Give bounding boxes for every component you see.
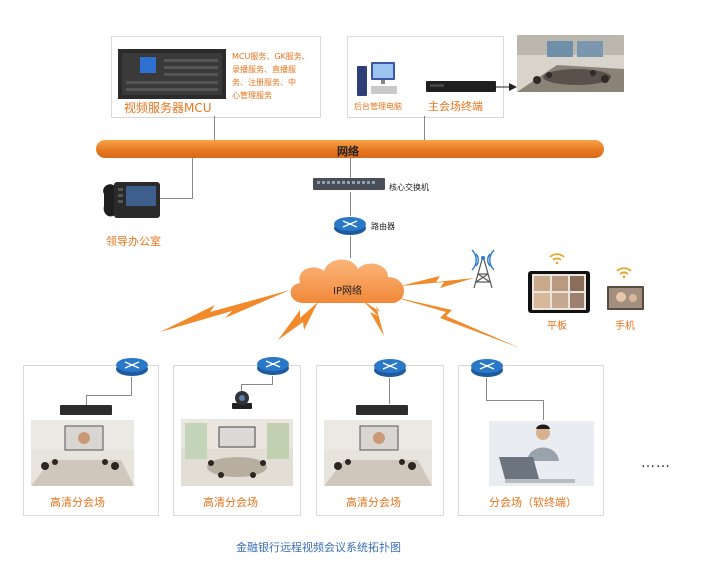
conference-room-photo (181, 419, 293, 486)
phone-label: 手机 (615, 321, 635, 332)
phone-link-h (160, 198, 193, 199)
core-switch-icon (313, 178, 385, 190)
mcu-service-line: 录播服务、直播服 (232, 65, 296, 74)
branch-label: 高清分会场 (203, 496, 258, 509)
branch-link (86, 395, 87, 405)
phone-icon (607, 286, 644, 310)
branch-link (131, 377, 132, 395)
mcu-services: MCU服务、GK服务、 录播服务、直播服 务、注册服务、中 心管理服务 (232, 50, 310, 102)
wifi-icon (549, 253, 565, 264)
wifi-icon (616, 267, 632, 278)
switch-link (350, 158, 351, 178)
branch-link (543, 400, 544, 420)
branch-link (486, 378, 487, 400)
branch-link (241, 384, 273, 385)
laptop-user-photo (489, 421, 594, 486)
main-site-link (424, 116, 425, 140)
mcu-service-line: 务、注册服务、中 (232, 78, 296, 87)
main-site-box (347, 36, 504, 118)
main-terminal-label: 主会场终端 (428, 100, 483, 113)
ip-cloud-icon (290, 259, 405, 303)
core-switch-label: 核心交换机 (389, 183, 429, 192)
conference-room-photo (31, 420, 134, 486)
main-terminal-icon (426, 81, 496, 92)
branch-label: 高清分会场 (346, 496, 401, 509)
mcu-service-line: 心管理服务 (232, 91, 272, 100)
router-icon (116, 358, 148, 376)
branch-label: 分会场（软终端） (489, 496, 577, 509)
tablet-icon (528, 271, 590, 313)
video-phone-icon (103, 182, 160, 218)
router-icon (374, 359, 406, 377)
branch-link (272, 376, 273, 384)
mcu-server-icon (118, 49, 226, 99)
router-icon (257, 357, 289, 375)
mcu-label: 视频服务器MCU (124, 101, 212, 115)
leader-office-label: 领导办公室 (106, 235, 161, 248)
branch-link (389, 378, 390, 404)
ip-cloud-label: IP网络 (333, 286, 362, 297)
mcu-service-line: MCU服务、GK服务、 (232, 52, 310, 61)
cell-tower-icon (471, 249, 495, 289)
router-label: 路由器 (371, 222, 395, 231)
router-icon (471, 359, 503, 377)
terminal-icon (60, 405, 112, 415)
network-bus (96, 140, 604, 158)
conference-room-photo (324, 420, 432, 486)
ptz-camera-icon (232, 391, 252, 409)
phone-link-v (192, 158, 193, 198)
diagram-caption: 金融银行远程视频会议系统拓扑图 (236, 541, 401, 554)
arrow-icon (495, 83, 517, 91)
branch-label: 高清分会场 (50, 496, 105, 509)
branch-link (486, 400, 544, 401)
tablet-label: 平板 (547, 321, 567, 332)
main-hall-photo (517, 35, 624, 92)
network-label: 网络 (337, 145, 359, 158)
more-ellipsis: …… (641, 455, 671, 471)
cloud-link (350, 236, 351, 258)
computer-icon (357, 62, 397, 96)
branch-link (241, 384, 242, 392)
router-link (350, 192, 351, 216)
backend-pc-label: 后台管理电脑 (354, 102, 402, 111)
mcu-link (214, 116, 215, 140)
router-icon (334, 217, 366, 235)
terminal-icon (356, 405, 408, 415)
branch-link (86, 395, 132, 396)
